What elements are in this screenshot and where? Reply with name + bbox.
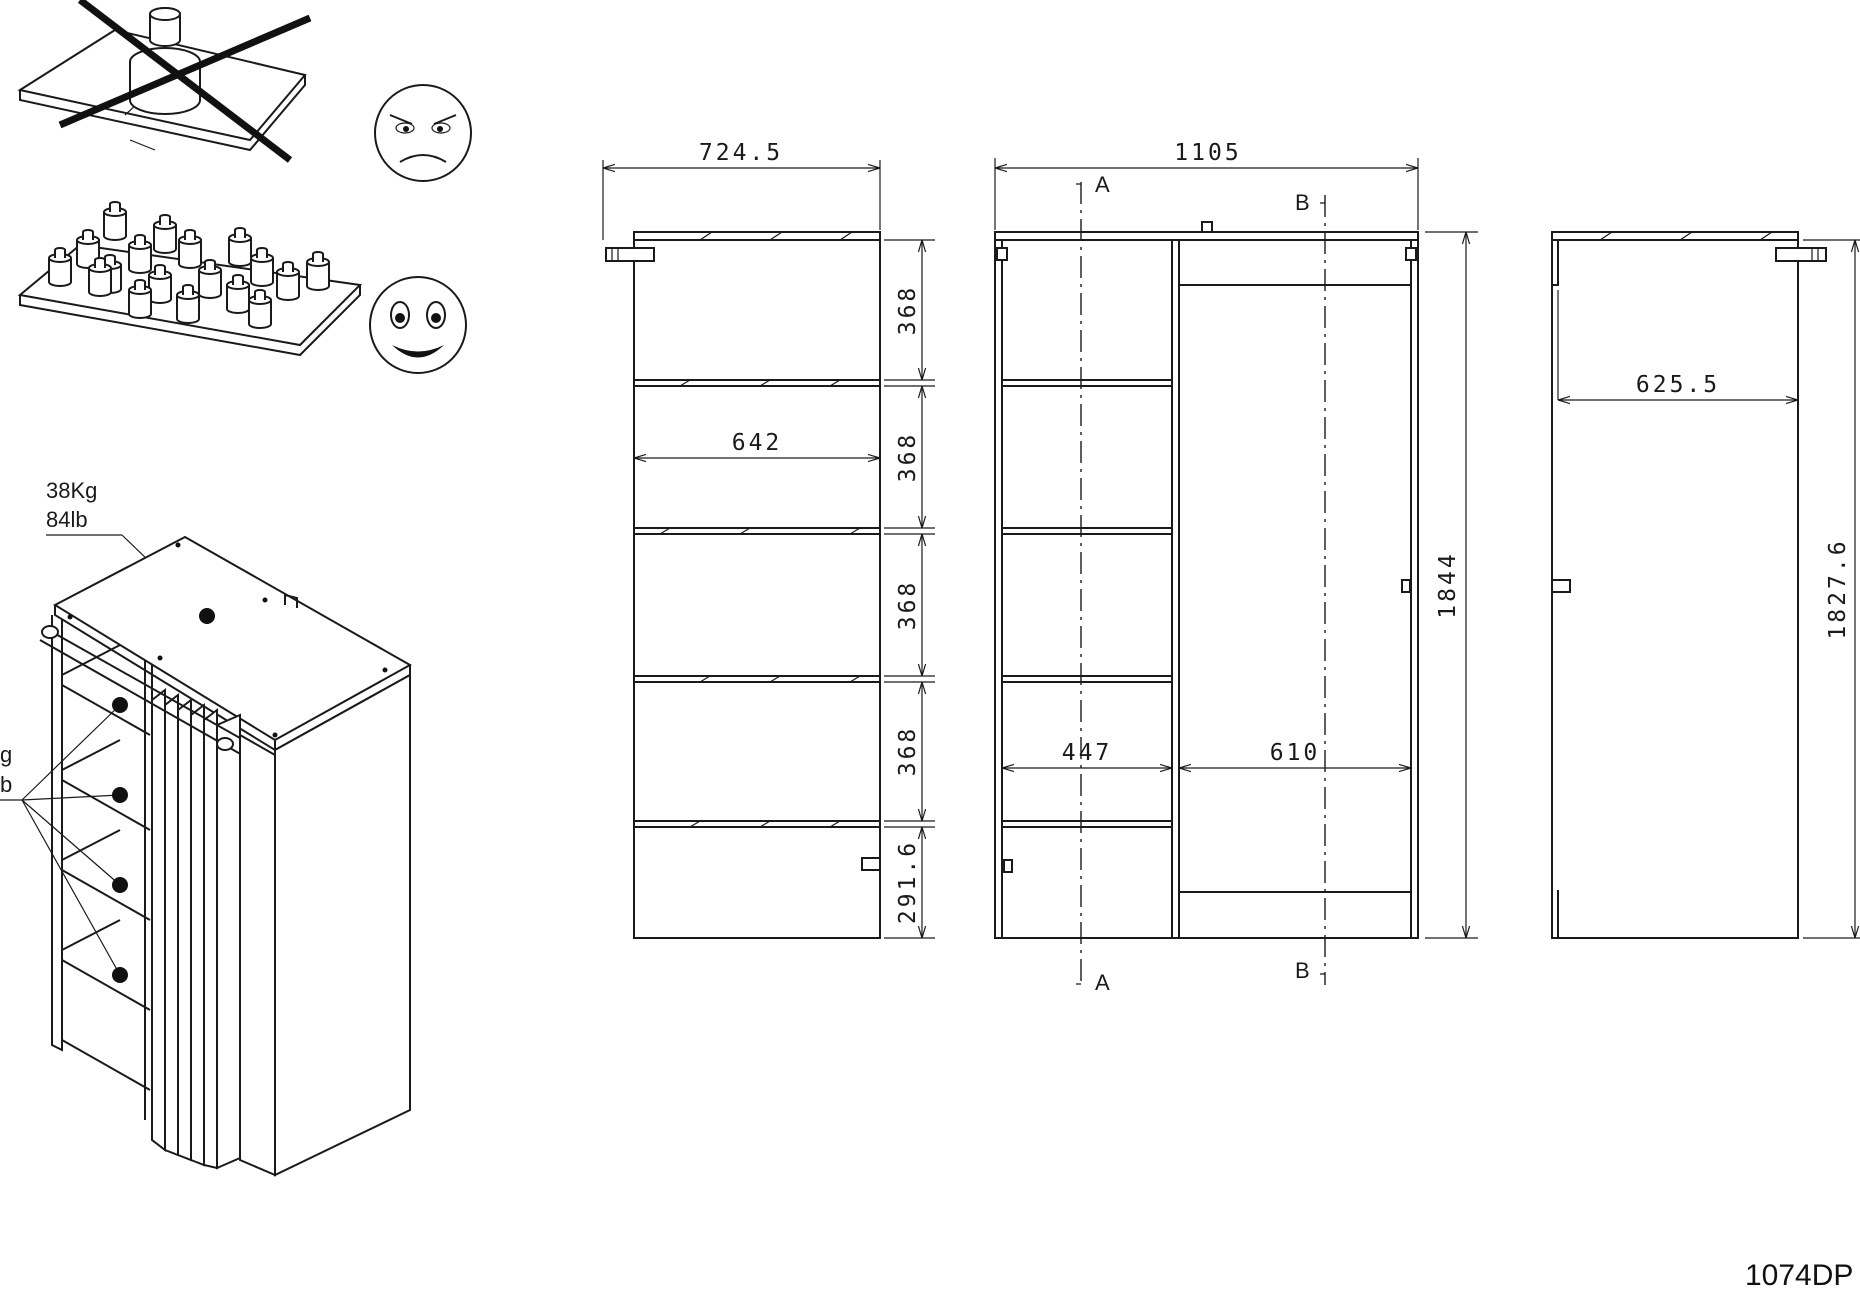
back-view-drawing: 625.5 1827.6 bbox=[1551, 231, 1860, 939]
weight-cylinder-icon bbox=[148, 264, 172, 304]
weights-group bbox=[48, 201, 330, 329]
side-inner-width-dim: 642 bbox=[732, 430, 783, 456]
shelf-height-1-dim: 368 bbox=[895, 285, 921, 336]
weight-cylinder-icon bbox=[128, 279, 152, 319]
weight-cylinder-icon bbox=[48, 247, 72, 287]
weight-cylinder-icon bbox=[88, 257, 112, 297]
weight-cylinder-icon bbox=[128, 234, 152, 274]
weight-cylinder-icon bbox=[76, 229, 100, 269]
weight-cylinder-icon bbox=[176, 284, 200, 324]
isometric-wardrobe: 38Kg 84lb g b bbox=[0, 478, 413, 1177]
weight-cylinder-icon bbox=[306, 251, 330, 291]
front-width-dim: 1105 bbox=[1174, 140, 1241, 166]
weight-cylinder-icon bbox=[250, 247, 274, 287]
sad-face-icon bbox=[374, 84, 472, 182]
shelf-height-2-dim: 368 bbox=[895, 432, 921, 483]
shelf-height-5-dim: 291.6 bbox=[895, 840, 921, 924]
shelf-height-4-dim: 368 bbox=[895, 726, 921, 777]
weight-cylinder-icon bbox=[276, 261, 300, 301]
shelf-weight-kg-label: g bbox=[0, 742, 12, 767]
back-inner-width-dim: 625.5 bbox=[1636, 372, 1720, 398]
section-b-top-label: B bbox=[1295, 190, 1310, 215]
wrong-load-illustration bbox=[17, 0, 312, 163]
section-b-bottom-label: B bbox=[1295, 958, 1310, 983]
document-code: 1074DP bbox=[1745, 1259, 1853, 1292]
front-height-dim: 1844 bbox=[1435, 551, 1461, 618]
shelf-weight-lb-label: b bbox=[0, 772, 12, 797]
weight-cylinder-icon bbox=[103, 201, 127, 241]
weight-cylinder-icon bbox=[178, 229, 202, 269]
side-width-dim: 724.5 bbox=[699, 140, 783, 166]
weight-cylinder-icon bbox=[228, 227, 252, 267]
section-a-bottom-label: A bbox=[1095, 970, 1110, 995]
weight-cylinder-icon bbox=[198, 259, 222, 299]
left-section-dim: 447 bbox=[1062, 740, 1113, 766]
side-view-drawing: 724.5 642 368 368 368 368 291.6 bbox=[602, 140, 935, 939]
weight-cylinder-icon bbox=[248, 289, 272, 329]
weight-kg-label: 38Kg bbox=[46, 478, 97, 503]
weight-cylinder-icon bbox=[153, 214, 177, 254]
back-height-dim: 1827.6 bbox=[1825, 538, 1851, 639]
front-view-drawing: A A B B 1105 447 610 1844 bbox=[994, 140, 1478, 995]
weight-lb-label: 84lb bbox=[46, 507, 88, 532]
weight-cylinder-icon bbox=[226, 274, 250, 314]
happy-face-icon bbox=[369, 276, 467, 374]
shelf-height-3-dim: 368 bbox=[895, 580, 921, 631]
right-section-dim: 610 bbox=[1270, 740, 1321, 766]
section-a-top-label: A bbox=[1095, 172, 1110, 197]
